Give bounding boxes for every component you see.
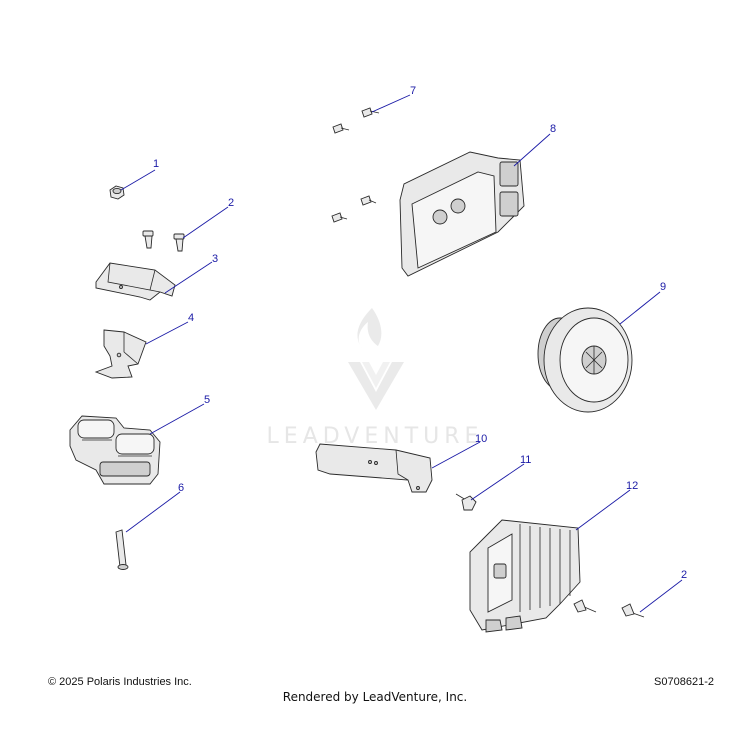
part-2-bolts-right [573, 599, 645, 618]
copyright-text: © 2025 Polaris Industries Inc. [48, 676, 192, 688]
part-2-bolts-left [142, 230, 185, 252]
callout-6[interactable]: 6 [178, 482, 184, 494]
part-4-clip [94, 329, 147, 379]
callout-7[interactable]: 7 [410, 85, 416, 97]
callout-3[interactable]: 3 [212, 253, 218, 265]
callout-numbers: 1 2 3 4 5 6 7 8 9 10 11 12 2 [153, 85, 687, 581]
callout-8[interactable]: 8 [550, 123, 556, 135]
part-1-nut [109, 185, 125, 200]
part-10-bracket [315, 443, 433, 493]
callout-10[interactable]: 10 [475, 433, 487, 445]
part-9-grommet [537, 307, 633, 413]
watermark-text: LEADVENTURE [267, 424, 484, 449]
part-6-long-bolt [115, 529, 129, 570]
callout-12[interactable]: 12 [626, 480, 638, 492]
part-11-bolt [455, 493, 477, 511]
callout-2b[interactable]: 2 [681, 569, 687, 581]
part-3-bracket [95, 262, 176, 301]
callout-4[interactable]: 4 [188, 312, 194, 324]
part-12-regulator [469, 519, 581, 633]
part-8-ecu-module [399, 151, 525, 277]
diagram-part-code: S0708621-2 [654, 676, 714, 688]
callout-1[interactable]: 1 [153, 158, 159, 170]
callout-11[interactable]: 11 [520, 454, 531, 466]
watermark-logo: LEADVENTURE [267, 308, 484, 449]
callout-2a[interactable]: 2 [228, 197, 234, 209]
leader-lines [120, 94, 683, 613]
callout-5[interactable]: 5 [204, 394, 210, 406]
part-5-ignition-coil [69, 415, 161, 485]
part-7-screws [331, 107, 380, 223]
callout-9[interactable]: 9 [660, 281, 666, 293]
rendered-by-text: Rendered by LeadVenture, Inc. [282, 690, 468, 704]
